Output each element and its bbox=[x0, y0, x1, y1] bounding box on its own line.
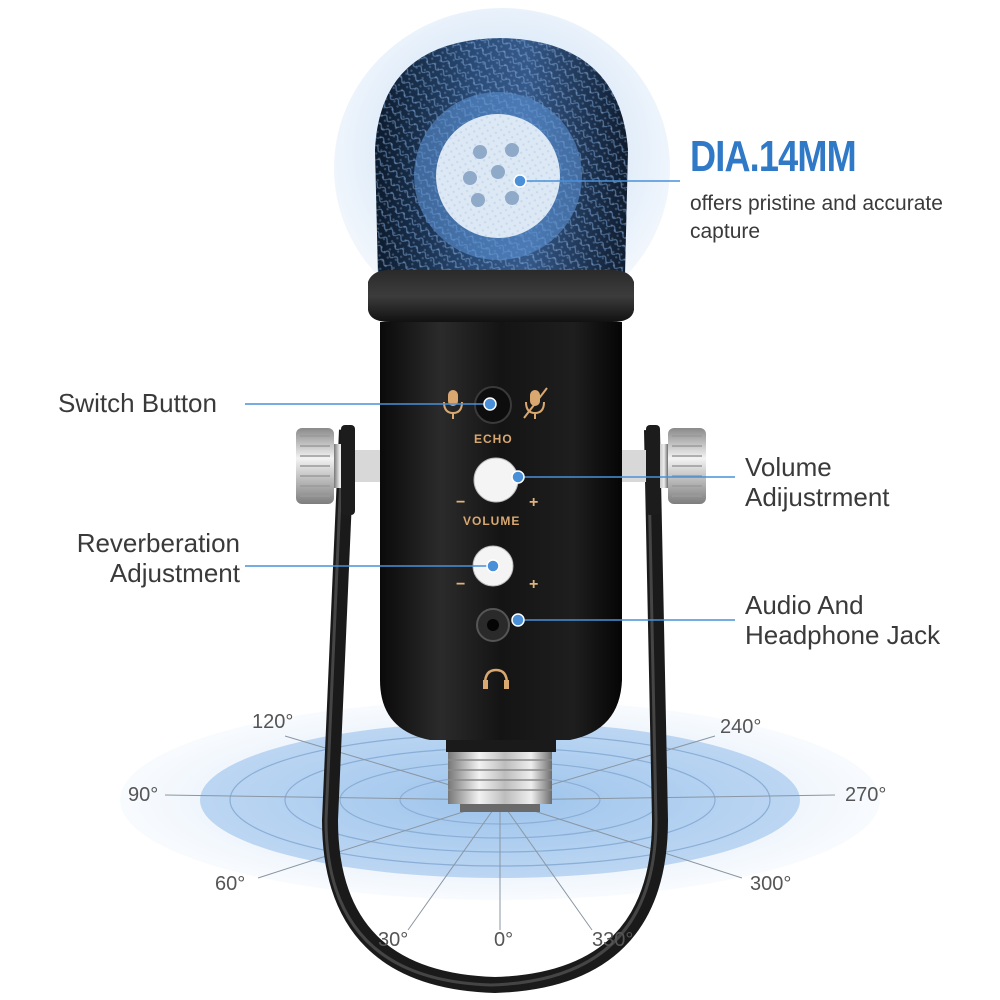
callout-jack-line1: Audio And bbox=[745, 590, 864, 620]
angle-120: 120° bbox=[252, 711, 294, 733]
callout-switch-button: Switch Button bbox=[58, 388, 217, 418]
volume-plus: + bbox=[529, 494, 539, 511]
control-panel bbox=[443, 386, 548, 689]
echo-label: ECHO bbox=[474, 432, 513, 446]
angle-90: 90° bbox=[128, 784, 159, 806]
headline-title: DIA.14MM bbox=[690, 132, 857, 181]
callout-jack-line2: Headphone Jack bbox=[745, 620, 941, 650]
volume-label: VOLUME bbox=[463, 514, 521, 528]
angle-270: 270° bbox=[845, 784, 887, 806]
microphone-body bbox=[380, 322, 622, 740]
volume-minus: − bbox=[456, 494, 466, 511]
right-thumb-screw bbox=[622, 428, 706, 504]
callout-reverb-line2: Adjustment bbox=[109, 558, 240, 588]
microphone-grille bbox=[375, 38, 628, 275]
reverb-plus: + bbox=[529, 576, 539, 593]
angle-60: 60° bbox=[215, 873, 246, 895]
stand-bracket bbox=[322, 429, 668, 993]
angle-330: 330° bbox=[592, 929, 634, 951]
callout-lines bbox=[245, 180, 735, 621]
callout-volume-line2: Adijustrment bbox=[745, 482, 890, 512]
headphone-icon bbox=[483, 668, 509, 689]
angle-0: 0° bbox=[494, 929, 514, 951]
reverb-minus: − bbox=[456, 576, 466, 593]
angle-30: 30° bbox=[378, 929, 409, 951]
headline-description: offers pristine and accurate capture bbox=[690, 192, 943, 243]
grille-collar bbox=[368, 270, 634, 322]
callout-dots bbox=[483, 174, 527, 627]
mic-off-icon bbox=[523, 387, 548, 419]
volume-knob[interactable] bbox=[473, 457, 519, 503]
bracket-left-arm bbox=[341, 425, 355, 515]
callout-reverb-line1: Reverberation bbox=[76, 528, 240, 558]
angle-240: 240° bbox=[720, 716, 762, 738]
angle-300: 300° bbox=[750, 873, 792, 895]
callout-volume-line1: Volume bbox=[745, 452, 832, 482]
bracket-right-arm bbox=[646, 425, 660, 515]
xlr-connector bbox=[446, 740, 556, 812]
mic-on-icon bbox=[443, 390, 463, 419]
